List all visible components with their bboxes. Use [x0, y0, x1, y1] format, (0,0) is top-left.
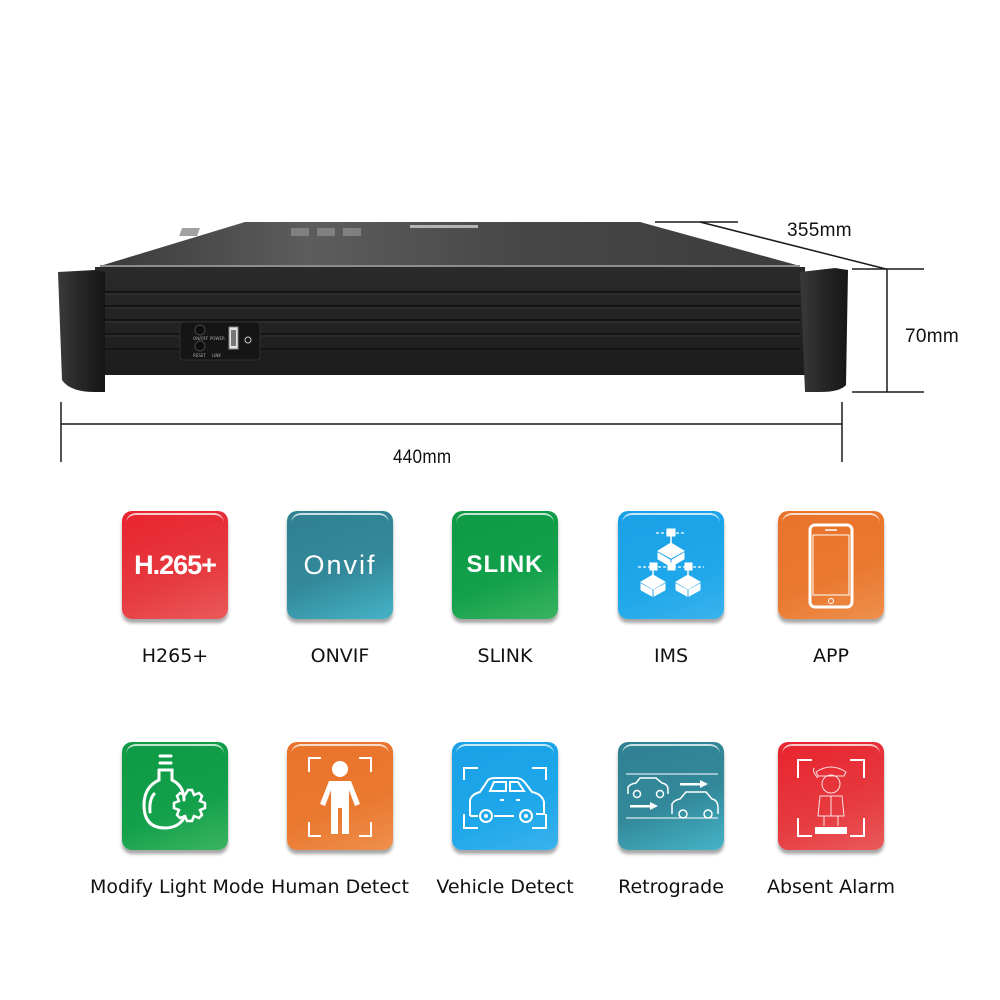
smartphone-icon — [778, 511, 884, 619]
svg-text:POWER: POWER — [210, 336, 225, 341]
slink-text-icon: SLINK — [452, 511, 558, 619]
h265-text-icon: H.265+ — [122, 511, 228, 619]
retrograde-cars-icon — [618, 742, 724, 850]
feature-absent-alarm: Absent Alarm — [746, 742, 916, 898]
feature-label: IMS — [653, 645, 689, 667]
feature-slink: SLINK SLINK — [420, 511, 590, 667]
feature-label: SLINK — [477, 645, 533, 667]
feature-label: Modify Light Mode — [90, 876, 265, 898]
svg-text:ON/OFF: ON/OFF — [193, 336, 209, 341]
feature-h265: H.265+ H265+ — [90, 511, 260, 667]
feature-modify-light-mode: Modify Light Mode — [90, 742, 265, 898]
feature-label: Human Detect — [271, 876, 409, 898]
feature-label: Vehicle Detect — [436, 876, 574, 898]
person-detect-icon — [287, 742, 393, 850]
feature-label: ONVIF — [310, 645, 370, 667]
height-dimension-label: 70mm — [905, 326, 959, 347]
network-hierarchy-icon — [618, 511, 724, 619]
guard-absent-icon — [778, 742, 884, 850]
feature-vehicle-detect: Vehicle Detect — [420, 742, 590, 898]
width-dimension-label: 440mm — [393, 447, 452, 468]
feature-app: APP — [746, 511, 916, 667]
feature-onvif: Onvif ONVIF — [255, 511, 425, 667]
feature-retrograde: Retrograde — [586, 742, 756, 898]
lightbulb-gear-icon — [122, 742, 228, 850]
onvif-logo-icon: Onvif — [287, 511, 393, 619]
nvr-chassis-image: ON/OFF POWER RESET LINK — [58, 221, 924, 462]
svg-text:RESET: RESET — [193, 353, 206, 358]
device-illustration: ON/OFF POWER RESET LINK 355mm 70mm 440mm — [0, 0, 1000, 480]
feature-human-detect: Human Detect — [255, 742, 425, 898]
feature-label: H265+ — [141, 645, 209, 667]
car-detect-icon — [452, 742, 558, 850]
feature-ims: IMS — [586, 511, 756, 667]
svg-text:LINK: LINK — [212, 353, 221, 358]
feature-label: Retrograde — [618, 876, 724, 898]
feature-label: Absent Alarm — [766, 876, 896, 898]
depth-dimension-label: 355mm — [787, 220, 852, 241]
feature-label: APP — [813, 645, 849, 667]
